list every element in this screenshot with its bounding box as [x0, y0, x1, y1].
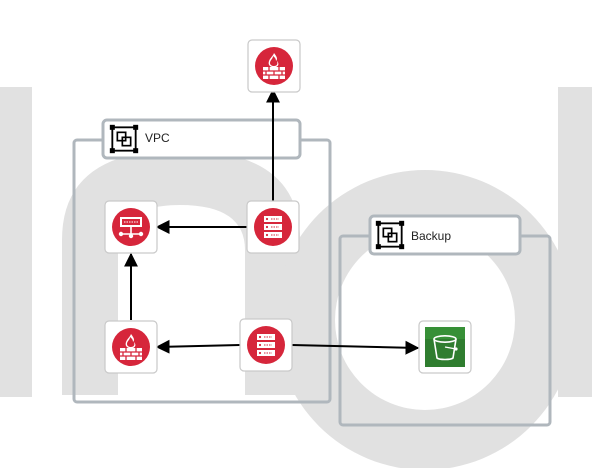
node-storage-bucket[interactable]	[418, 320, 472, 374]
vpc-group: VPC	[72, 118, 332, 404]
backup-group: Backup	[338, 214, 552, 427]
server-icon	[253, 207, 293, 247]
vpc-group-label: VPC	[145, 131, 170, 145]
node-server-lower[interactable]	[239, 318, 293, 372]
bucket-icon	[425, 327, 465, 367]
node-load-balancer[interactable]	[104, 200, 158, 254]
node-server-upper[interactable]	[246, 200, 300, 254]
edges	[124, 88, 420, 355]
server-icon	[246, 325, 286, 365]
node-firewall-top[interactable]	[247, 39, 301, 93]
edge-server-lower-to-storage-bucket	[291, 340, 420, 355]
firewall-icon	[111, 327, 151, 367]
load-balancer-icon	[111, 207, 151, 247]
edge-server-lower-to-firewall-lower	[155, 339, 241, 354]
vpc-group-header	[101, 118, 302, 160]
backup-group-header	[368, 214, 522, 256]
backup-group-label: Backup	[411, 229, 451, 243]
node-firewall-lower[interactable]	[104, 320, 158, 374]
firewall-icon	[254, 46, 294, 86]
